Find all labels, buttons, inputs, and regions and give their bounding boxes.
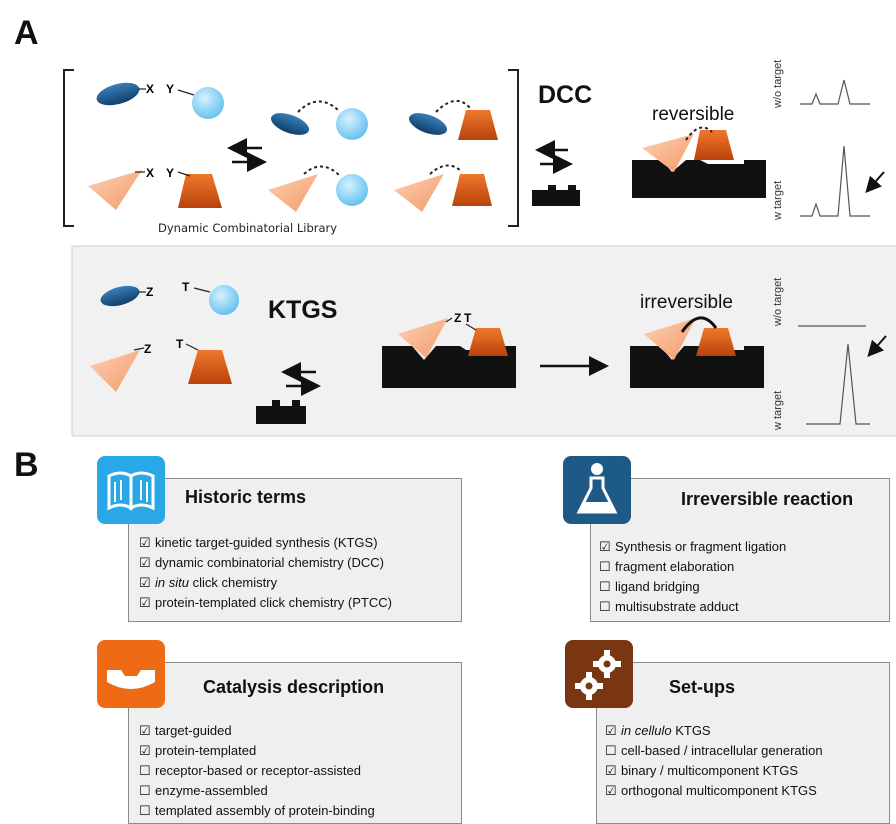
- box-title: Irreversible reaction: [681, 489, 854, 509]
- list-item: ☑protein-templated: [139, 743, 257, 758]
- group-x-label: X: [146, 82, 154, 96]
- list-item: ☑binary / multicomponent KTGS: [605, 763, 799, 778]
- library-left-bracket: [63, 69, 74, 227]
- svg-text:Z: Z: [454, 311, 461, 325]
- group-y-label-2: Y: [166, 166, 174, 180]
- list-item: ☐receptor-based or receptor-assisted: [139, 763, 361, 778]
- list-item: ☑Synthesis or fragment ligation: [599, 539, 787, 554]
- list-item: ☑protein-templated click chemistry (PTCC…: [139, 595, 392, 610]
- list-item: ☐fragment elaboration: [599, 559, 735, 574]
- library-right-bracket: [508, 69, 519, 227]
- reversible-label: reversible: [652, 104, 735, 125]
- ellipse-fragment: [96, 82, 140, 106]
- svg-text:T: T: [464, 311, 472, 325]
- group-t-label: T: [182, 280, 190, 294]
- gears-icon: [575, 650, 621, 700]
- sphere-fragment: [192, 87, 224, 119]
- catalysis-description-list: ☑target-guided ☑protein-templated ☐recep…: [139, 721, 375, 821]
- list-item: ☑in situ click chemistry: [139, 575, 278, 590]
- irreversible-label: irreversible: [640, 292, 733, 313]
- library-caption: Dynamic Combinatorial Library: [158, 221, 338, 235]
- chrom-dcc-w-target-label: w target: [772, 180, 784, 220]
- list-item: ☐templated assembly of protein-binding: [139, 803, 375, 818]
- list-item: ☑target-guided: [139, 723, 232, 738]
- enzyme-icon: [107, 670, 155, 689]
- set-ups-list: ☑in cellulo KTGS ☐cell-based / intracell…: [605, 721, 823, 801]
- catalysis-description-tile: [97, 640, 165, 708]
- irreversible-reaction-list: ☑Synthesis or fragment ligation ☐fragmen…: [599, 537, 786, 617]
- historic-terms-list: ☑kinetic target-guided synthesis (KTGS) …: [139, 533, 392, 613]
- historic-terms-tile: [97, 456, 165, 524]
- box-title: Set-ups: [669, 677, 736, 697]
- list-item: ☐ligand bridging: [599, 579, 700, 594]
- group-t-label-2: T: [176, 337, 184, 351]
- list-item: ☐enzyme-assembled: [139, 783, 268, 798]
- list-item: ☑dynamic combinatorial chemistry (DCC): [139, 555, 384, 570]
- panel-a-label: A: [14, 14, 39, 52]
- ktgs-label: KTGS: [268, 296, 338, 324]
- irreversible-reaction-box: Irreversible reaction ☑Synthesis or frag…: [590, 478, 890, 622]
- set-ups-box: Set-ups ☑in cellulo KTGS ☐cell-based / i…: [596, 662, 890, 824]
- panel-b-label: B: [14, 446, 39, 484]
- list-item: ☐multisubstrate adduct: [599, 599, 739, 614]
- group-z-label-2: Z: [144, 342, 151, 356]
- box-title: Historic terms: [185, 487, 307, 507]
- target-complex-dcc: [632, 160, 766, 198]
- chrom-ktgs-wo-target-label: w/o target: [772, 277, 784, 326]
- dcc-label: DCC: [538, 81, 593, 109]
- catalysis-description-box: Catalysis description ☑target-guided ☑pr…: [128, 662, 462, 824]
- historic-terms-box: Historic terms ☑kinetic target-guided sy…: [128, 478, 462, 622]
- book-icon: [107, 471, 155, 511]
- triangle-fragment: [88, 170, 142, 210]
- target-protein-small: [532, 185, 580, 206]
- set-ups-tile: [565, 640, 633, 708]
- chrom-dcc-wo-target-label: w/o target: [772, 59, 784, 108]
- trapezoid-fragment: [178, 174, 222, 208]
- list-item: ☑kinetic target-guided synthesis (KTGS): [139, 535, 378, 550]
- irreversible-reaction-tile: [563, 456, 631, 524]
- box-title: Catalysis description: [203, 677, 385, 697]
- flask-icon: [576, 463, 618, 514]
- chrom-ktgs-w-target-label: w target: [772, 390, 784, 430]
- group-z-label: Z: [146, 285, 153, 299]
- panel-a-diagram: X Y X Y Z T Z T: [63, 69, 896, 437]
- list-item: ☑in cellulo KTGS: [605, 723, 711, 738]
- group-y-label: Y: [166, 82, 174, 96]
- group-x-label-2: X: [146, 166, 154, 180]
- list-item: ☑orthogonal multicomponent KTGS: [605, 783, 817, 798]
- list-item: ☐cell-based / intracellular generation: [605, 743, 823, 758]
